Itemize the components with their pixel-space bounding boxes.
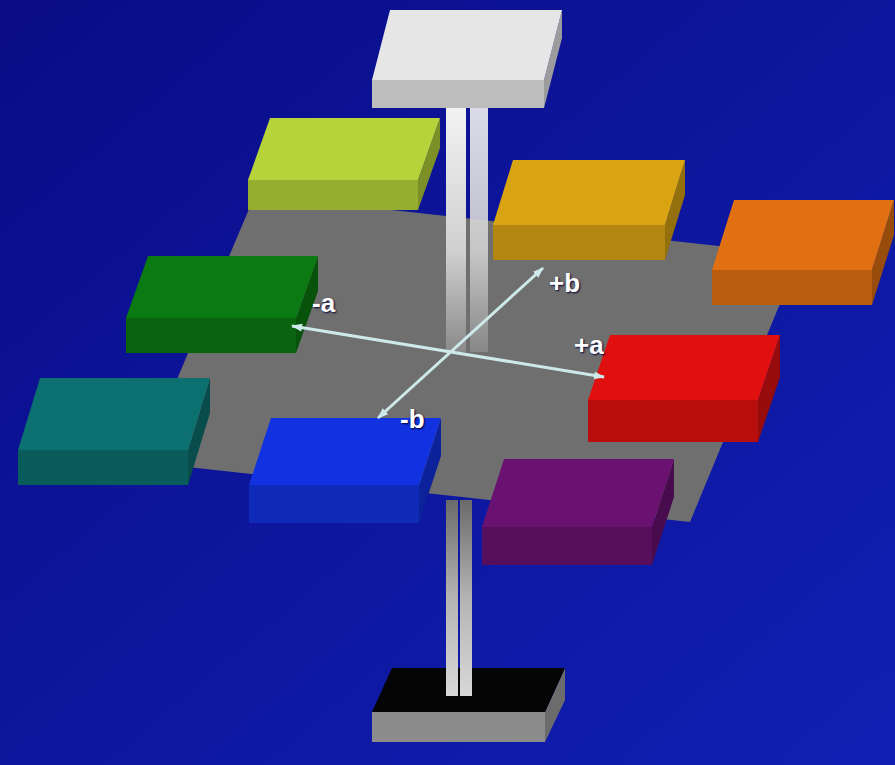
color-slab [18, 378, 210, 485]
b-axis-arrow [378, 268, 543, 418]
color-slab [126, 256, 318, 353]
upper-pillar [446, 100, 488, 352]
slab-face [482, 459, 674, 527]
a-axis-arrow [292, 326, 604, 377]
slab-face [249, 485, 419, 523]
axis-label: +a [574, 332, 604, 358]
color-slab [248, 118, 440, 210]
slab-face [712, 200, 894, 270]
color-slab [482, 459, 674, 565]
color-slab [249, 418, 441, 523]
slab-face [493, 225, 665, 260]
slab-face [18, 450, 188, 485]
slab-face [712, 270, 872, 305]
slab-face [372, 80, 544, 108]
slab-face [126, 256, 318, 318]
slab-face [18, 378, 210, 450]
slab-face [248, 118, 440, 180]
axis-label: -b [400, 406, 425, 432]
slab-face [493, 160, 685, 225]
color-slab [372, 10, 562, 108]
lower-pillar [446, 500, 472, 696]
axis-label: +b [549, 270, 580, 296]
slab-face [588, 335, 780, 400]
slab-face [126, 318, 296, 353]
color-slab [712, 200, 894, 305]
slab-face [248, 180, 418, 210]
slab-face [372, 10, 562, 80]
color-slab [588, 335, 780, 442]
slab-face [588, 400, 758, 442]
slab-face [482, 527, 652, 565]
color-slab [493, 160, 685, 260]
axis-label: -a [312, 290, 335, 316]
